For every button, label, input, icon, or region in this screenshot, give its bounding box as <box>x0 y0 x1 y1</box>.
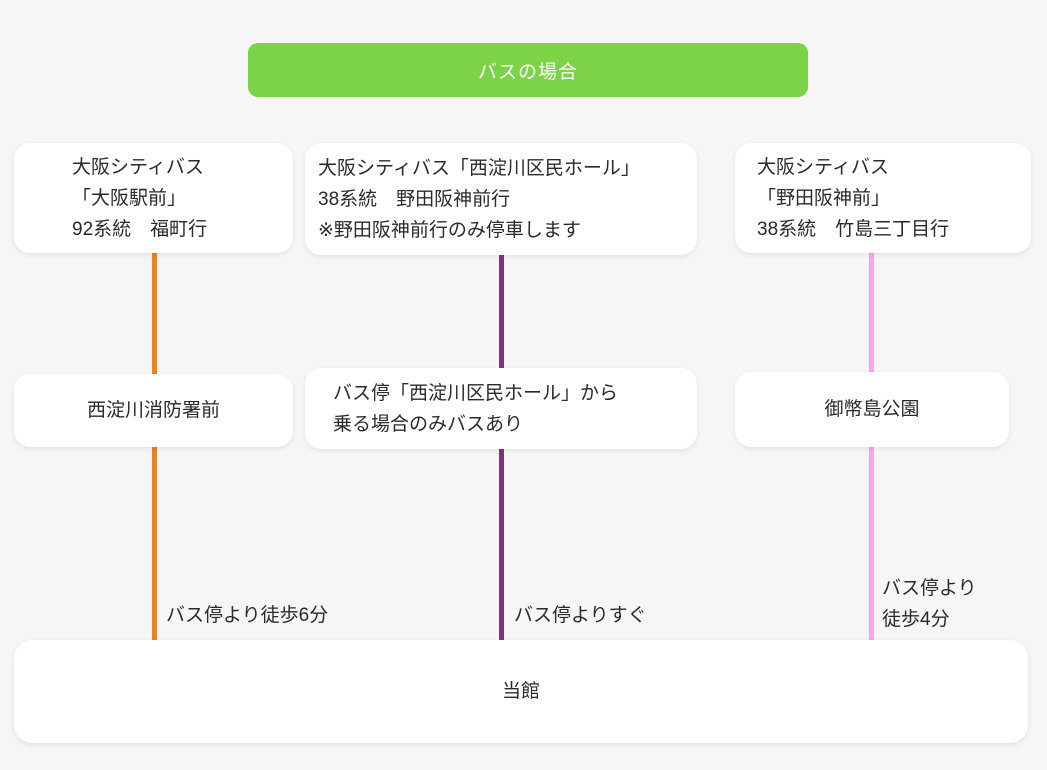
bus-route-card-1: 大阪シティバス 「大阪駅前」 92系統 福町行 <box>14 143 293 253</box>
bus-route-card-2-text: 大阪シティバス「西淀川区民ホール」 38系統 野田阪神前行 ※野田阪神前行のみ停… <box>318 157 640 241</box>
bus-route-card-2: 大阪シティバス「西淀川区民ホール」 38系統 野田阪神前行 ※野田阪神前行のみ停… <box>305 143 697 255</box>
walk-time-label-2: バス停よりすぐ <box>514 605 647 626</box>
walk-time-label-1: バス停より徒歩6分 <box>166 605 329 626</box>
diagram-title: バスの場合 <box>248 43 808 97</box>
destination-card: 当館 <box>14 640 1028 743</box>
bus-route-card-1-text: 大阪シティバス 「大阪駅前」 92系統 福町行 <box>72 156 208 240</box>
destination-card-text: 当館 <box>501 681 540 702</box>
bus-stop-card-1: 西淀川消防署前 <box>14 374 293 447</box>
walk-time-label-3: バス停より 徒歩4分 <box>882 578 977 630</box>
bus-stop-card-2-text: バス停「西淀川区民ホール」から 乗る場合のみバスあり <box>333 382 619 435</box>
bus-stop-card-3: 御幣島公園 <box>735 372 1009 447</box>
bus-route-card-3: 大阪シティバス 「野田阪神前」 38系統 竹島三丁目行 <box>735 143 1031 253</box>
bus-stop-card-2: バス停「西淀川区民ホール」から 乗る場合のみバスあり <box>305 368 697 449</box>
bus-stop-card-1-text: 西淀川消防署前 <box>86 400 220 421</box>
bus-stop-card-3-text: 御幣島公園 <box>824 399 920 420</box>
bus-route-card-3-text: 大阪シティバス 「野田阪神前」 38系統 竹島三丁目行 <box>757 156 950 240</box>
